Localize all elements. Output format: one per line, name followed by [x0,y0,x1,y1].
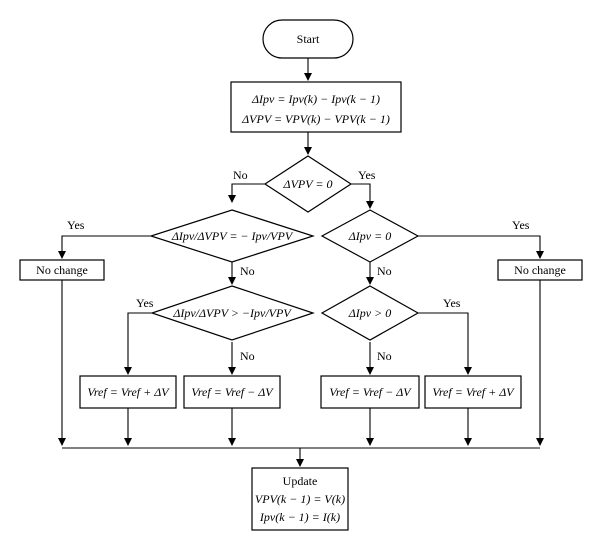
arrow-right1-yes [418,235,544,259]
label-yes-dv: Yes [358,168,376,182]
update-box: Update VPV(k − 1) = V(k) Ipv(k − 1) = I(… [251,467,349,531]
arrow-dv-yes [351,183,374,209]
no-change-right-box: No change [497,259,583,281]
compute-box: ΔIpv = Ipv(k) − Ipv(k − 1) ΔVPV = VPV(k)… [230,81,402,133]
arrow-left1-yes [58,235,151,259]
compute-line-2: ΔVPV = VPV(k) − VPV(k − 1) [241,112,390,126]
action-lr-label: Vref = Vref − ΔV [191,385,274,399]
no-change-right-label: No change [514,263,566,277]
update-line-1: VPV(k − 1) = V(k) [255,492,345,506]
label-yes-left1: Yes [67,218,85,232]
label-no-right2: No [377,349,392,363]
no-change-left-label: No change [36,263,88,277]
decision-dv-label: ΔVPV = 0 [283,177,333,191]
compute-line-1: ΔIpv = Ipv(k) − Ipv(k − 1) [251,92,380,106]
action-rr-label: Vref = Vref + ΔV [432,385,515,399]
action-box-rl: Vref = Vref − ΔV [320,375,420,409]
decision-dv-zero: ΔVPV = 0 [263,155,353,213]
action-box-ll: Vref = Vref + ΔV [79,375,177,409]
update-line-2: Ipv(k − 1) = I(k) [259,510,340,524]
label-yes-right1: Yes [512,218,530,232]
label-no-left1: No [240,264,255,278]
action-rl-label: Vref = Vref − ΔV [329,385,412,399]
arrow-left2-yes [124,312,152,375]
update-title: Update [283,474,318,488]
connectors [58,58,544,467]
decision-right-2: ΔIpv > 0 [320,285,420,341]
start-terminal: Start [262,19,354,59]
arrow-dv-no [228,183,265,203]
decision-right-2-label: ΔIpv > 0 [348,306,391,320]
action-ll-label: Vref = Vref + ΔV [87,385,170,399]
decision-left-2-label: ΔIpv/ΔVPV > −Ipv/VPV [172,306,292,320]
decision-left-1-label: ΔIpv/ΔVPV = − Ipv/VPV [171,229,294,243]
label-yes-right2: Yes [443,296,461,310]
start-label: Start [297,32,320,46]
label-no-left2: No [240,349,255,363]
no-change-left-box: No change [19,259,105,281]
label-yes-left2: Yes [136,296,154,310]
action-box-lr: Vref = Vref − ΔV [183,375,281,409]
arrow-right2-yes [418,312,472,375]
decision-left-1: ΔIpv/ΔVPV = − Ipv/VPV [149,209,315,263]
label-no-dv: No [233,168,248,182]
action-box-rr: Vref = Vref + ΔV [424,375,522,409]
decision-left-2: ΔIpv/ΔVPV > −Ipv/VPV [150,285,315,341]
decision-right-1: ΔIpv = 0 [320,209,420,263]
label-no-right1: No [377,264,392,278]
decision-right-1-label: ΔIpv = 0 [348,229,391,243]
